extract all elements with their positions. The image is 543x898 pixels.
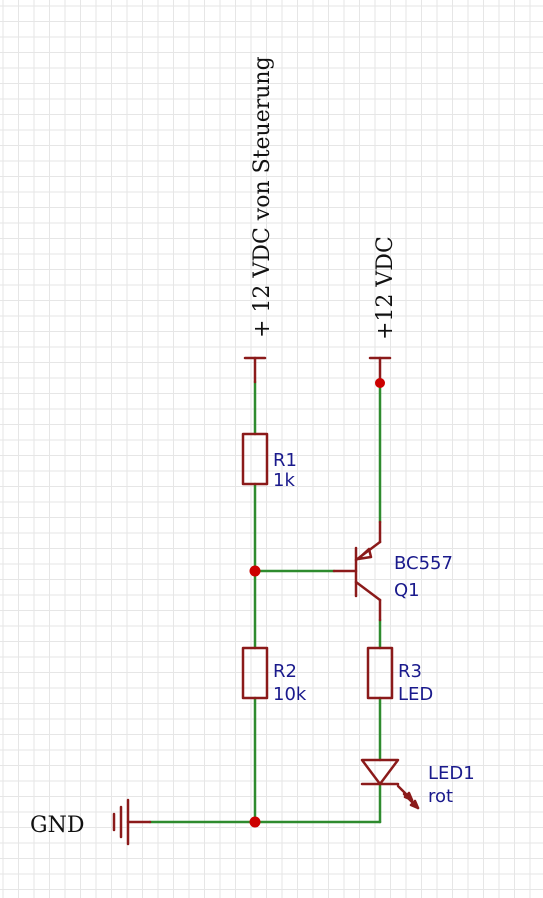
r2-ref: R2	[273, 661, 297, 682]
q1-value: BC557	[394, 553, 453, 574]
r3-ref: R3	[398, 661, 422, 682]
r3-value: LED	[398, 684, 433, 705]
junction-base-node	[249, 565, 261, 577]
r2-value: 10k	[273, 684, 307, 705]
q1-ref: Q1	[394, 580, 420, 601]
wires	[148, 380, 382, 824]
led1-value: rot	[428, 786, 453, 807]
ground-symbol	[112, 798, 152, 846]
resistor-r3	[366, 646, 394, 700]
r1-ref: R1	[273, 450, 297, 471]
led1-ref: LED1	[428, 763, 475, 784]
net-label-supply: +12 VDC	[373, 236, 398, 340]
r1-value: 1k	[273, 470, 295, 491]
net-label-ground: GND	[30, 813, 84, 838]
junction-gnd-r2	[249, 816, 261, 828]
control-supply-symbol	[243, 356, 267, 384]
emitter-arrow	[356, 547, 373, 561]
junction-supply	[375, 378, 385, 388]
net-label-control-supply: + 12 VDC von Steuerung	[250, 56, 275, 338]
resistor-r2	[241, 646, 269, 700]
transistor-q1	[332, 520, 382, 622]
resistor-r1	[241, 432, 269, 486]
led-led1	[360, 758, 420, 810]
